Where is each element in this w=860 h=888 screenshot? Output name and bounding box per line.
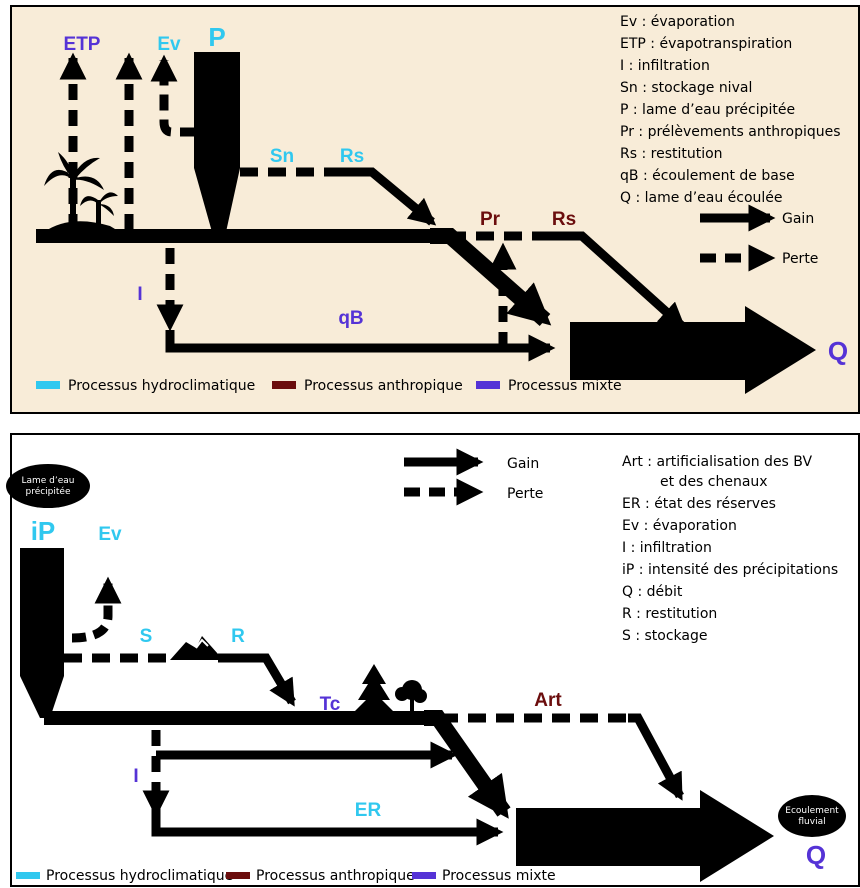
bottom-legend-line: S : stockage xyxy=(622,628,708,644)
label-tc: Tc xyxy=(320,694,341,715)
bottom-legend-line: Q : débit xyxy=(622,584,683,600)
top-legend-line: Sn : stockage nival xyxy=(620,80,752,96)
badge-rain-line: précipitée xyxy=(25,486,70,497)
top-panel: ETP Ev P Sn Rs Pr Rs I qB Q Ev : évapora… xyxy=(10,5,860,414)
bottom-legend-line: Ev : évaporation xyxy=(622,518,737,534)
label-rs1: Rs xyxy=(340,146,364,167)
qb-arrow xyxy=(165,330,556,362)
legend-mixed: Processus mixte xyxy=(508,378,622,394)
label-er: ER xyxy=(355,800,382,821)
bottom-process-legend: Processus hydroclimatique Processus anth… xyxy=(16,868,556,884)
legend-anthro-bottom: Processus anthropique xyxy=(256,868,415,884)
legend-anthro: Processus anthropique xyxy=(304,378,463,394)
label-r: R xyxy=(231,626,245,647)
label-etp: ETP xyxy=(64,34,101,55)
top-abbrev-legend: Ev : évaporation ETP : évapotranspiratio… xyxy=(620,14,841,206)
bottom-panel: Lame d’eau précipitée xyxy=(6,433,860,887)
label-p: P xyxy=(208,22,225,52)
top-legend-line: Q : lame d’eau écoulée xyxy=(620,190,783,206)
ev-arrow xyxy=(150,54,196,137)
q-output-arrow xyxy=(570,306,816,394)
label-rs2: Rs xyxy=(552,209,576,230)
top-legend-line: Ev : évaporation xyxy=(620,14,735,30)
badge-rain-line: Lame d’eau xyxy=(21,476,74,486)
label-i: I xyxy=(137,284,142,305)
badge-flow-line: fluvial xyxy=(798,817,825,827)
er-arrow xyxy=(151,812,504,846)
label-ip: iP xyxy=(31,516,56,546)
legend-hydro: Processus hydroclimatique xyxy=(68,378,255,394)
gain-label-bottom: Gain xyxy=(507,456,539,472)
label-s: S xyxy=(140,626,153,647)
legend-mixed-bottom: Processus mixte xyxy=(442,868,556,884)
gain-label: Gain xyxy=(782,211,814,227)
swatch-hydro xyxy=(36,381,60,389)
perte-label: Perte xyxy=(782,251,818,267)
bottom-legend-line: Art : artificialisation des BV xyxy=(622,454,812,470)
top-legend-line: qB : écoulement de base xyxy=(620,168,795,184)
top-legend-line: ETP : évapotranspiration xyxy=(620,36,792,52)
bottom-legend-line: et des chenaux xyxy=(660,474,768,490)
snow-mountain-icon xyxy=(170,636,218,660)
label-qb: qB xyxy=(338,308,363,329)
r-arrow xyxy=(218,653,296,707)
swatch-anthro-bottom xyxy=(226,872,250,879)
bottom-legend-line: iP : intensité des précipitations xyxy=(622,562,838,578)
bottom-legend-line: R : restitution xyxy=(622,606,717,622)
art-arrow xyxy=(628,713,684,801)
tree-icon xyxy=(352,664,427,718)
top-legend-line: Pr : prélèvements anthropiques xyxy=(620,124,841,140)
label-art: Art xyxy=(534,690,562,711)
top-legend-line: P : lame d’eau précipitée xyxy=(620,102,795,118)
label-pr: Pr xyxy=(480,209,501,230)
label-q-bottom: Q xyxy=(806,840,826,870)
swatch-hydro-bottom xyxy=(16,872,40,879)
label-ev: Ev xyxy=(157,34,181,55)
label-i-bottom: I xyxy=(133,766,138,787)
top-process-legend: Processus hydroclimatique Processus anth… xyxy=(36,378,622,394)
label-q: Q xyxy=(828,336,848,366)
p-arrow xyxy=(194,52,240,232)
badge-rain xyxy=(6,464,90,508)
palm-tree-icon xyxy=(44,152,120,232)
bottom-abbrev-legend: Art : artificialisation des BV et des ch… xyxy=(622,454,838,644)
swatch-mixed-bottom xyxy=(412,872,436,879)
rs-arrow xyxy=(340,167,437,226)
bottom-legend-line: I : infiltration xyxy=(622,540,712,556)
badge-flow xyxy=(778,795,846,837)
badge-flow-line: Ecoulement xyxy=(785,806,839,816)
ip-arrow xyxy=(20,548,64,718)
swatch-anthro xyxy=(272,381,296,389)
label-sn: Sn xyxy=(270,146,294,167)
main-flow-arrow-bottom xyxy=(424,710,511,819)
perte-label-bottom: Perte xyxy=(507,486,543,502)
top-legend-line: Rs : restitution xyxy=(620,146,723,162)
top-legend-line: I : infiltration xyxy=(620,58,710,74)
legend-hydro-bottom: Processus hydroclimatique xyxy=(46,868,233,884)
label-ev-bottom: Ev xyxy=(98,524,122,545)
swatch-mixed xyxy=(476,381,500,389)
q-output-arrow-bottom xyxy=(516,790,774,882)
bottom-legend-line: ER : état des réserves xyxy=(622,496,776,512)
ev-arrow-bottom xyxy=(71,576,122,643)
rs-anthropic-arrow xyxy=(540,231,687,330)
